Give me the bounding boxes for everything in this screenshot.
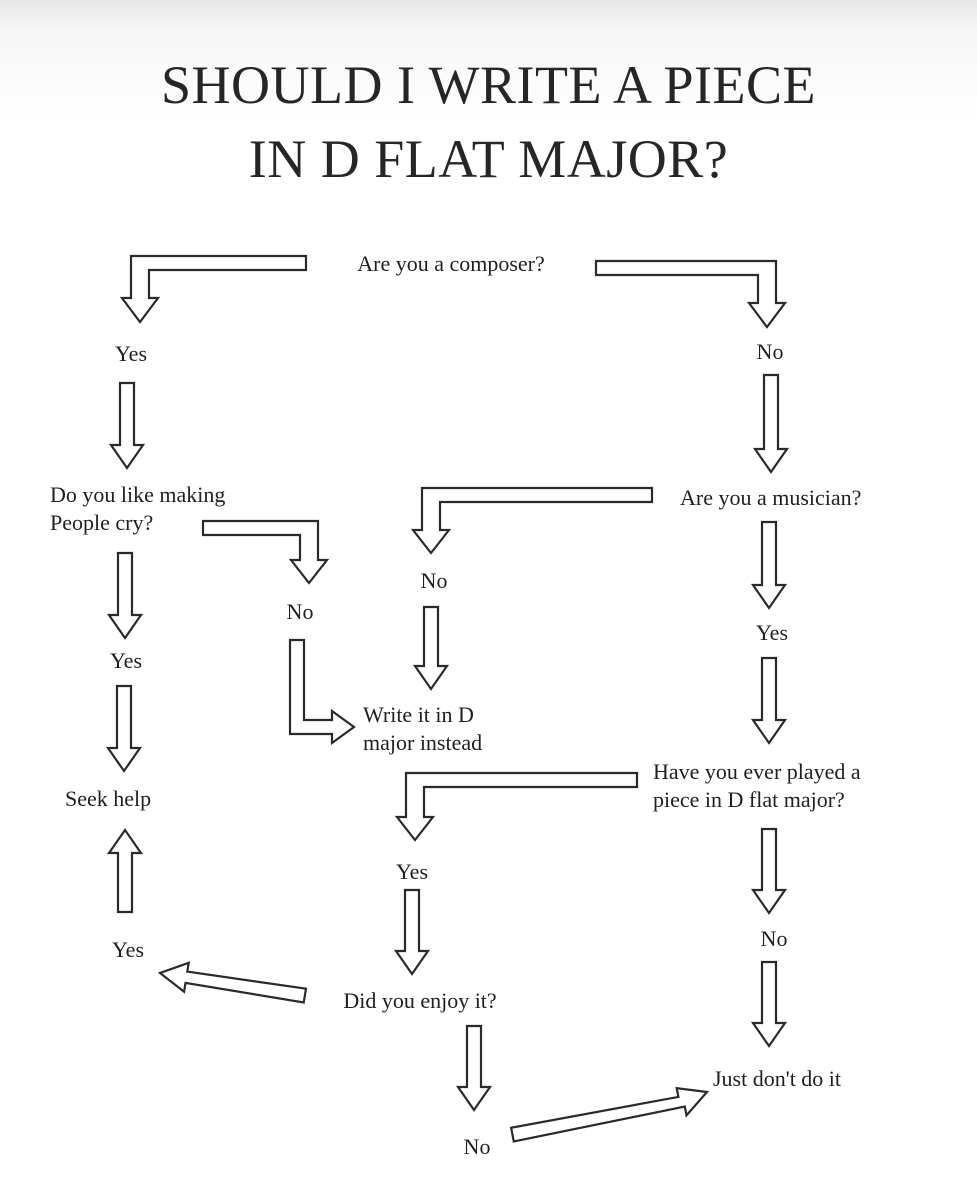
arrow-musician-to-no: [410, 486, 654, 555]
enjoy-yes-label: Yes: [111, 937, 145, 962]
arrow-composer-to-no: [594, 259, 788, 329]
played-question-line-1: Have you ever played a: [653, 759, 861, 784]
arrow-enjoy-to-yes: [157, 961, 308, 1004]
arrow-enjoy-to-no: [455, 1024, 493, 1112]
seek-help: Seek help: [65, 786, 152, 811]
played-question-line-2: piece in D flat major?: [653, 787, 845, 813]
enjoy-question: Did you enjoy it?: [343, 988, 497, 1013]
write-d-major-line-2: major instead: [363, 730, 483, 756]
arrow-composer-to-yes: [119, 254, 308, 324]
arrow-played-no-to-dont: [750, 960, 788, 1048]
arrow-cry-to-yes: [106, 551, 144, 640]
arrow-played-to-no: [750, 827, 788, 915]
composer-no-label: No: [756, 339, 784, 364]
composer-yes-label: Yes: [114, 341, 148, 366]
arrow-cry-yes-to-seek-help: [105, 684, 143, 773]
musician-question: Are you a musician?: [680, 485, 862, 510]
arrow-musician-to-yes: [750, 520, 788, 610]
arrow-no-to-musician: [752, 373, 790, 474]
composer-question: Are you a composer?: [357, 251, 545, 276]
cry-question-line-2: People cry?: [50, 510, 154, 536]
musician-no-label: No: [420, 568, 448, 593]
write-d-major-line-1: Write it in D: [363, 702, 474, 727]
dont-do-it: Just don't do it: [713, 1066, 842, 1091]
title-line-2: IN D FLAT MAJOR?: [248, 129, 729, 189]
cry-question: Do you like making People cry?: [50, 481, 225, 537]
write-d-major: Write it in D major instead: [363, 701, 482, 757]
arrow-yes-to-cry-question: [108, 381, 146, 470]
musician-yes-label: Yes: [755, 620, 789, 645]
arrow-musician-no-to-write-d: [412, 605, 450, 691]
played-yes-label: Yes: [395, 859, 429, 884]
played-no-label: No: [760, 926, 788, 951]
arrow-played-yes-to-enjoy: [393, 888, 431, 976]
title-line-1: SHOULD I WRITE A PIECE: [161, 55, 816, 115]
played-question: Have you ever played a piece in D flat m…: [653, 758, 861, 814]
arrow-played-to-yes: [394, 771, 639, 842]
cry-question-line-1: Do you like making: [50, 482, 226, 507]
arrow-enjoy-yes-to-seek-help: [106, 828, 144, 914]
arrow-musician-yes-to-played: [750, 656, 788, 745]
cry-no-label: No: [286, 599, 314, 624]
enjoy-no-label: No: [463, 1134, 491, 1159]
cry-yes-label: Yes: [109, 648, 143, 673]
arrow-cry-to-no: [201, 519, 330, 585]
arrow-cry-no-to-write-d: [288, 638, 356, 746]
arrow-no-to-dont: [509, 1086, 710, 1143]
